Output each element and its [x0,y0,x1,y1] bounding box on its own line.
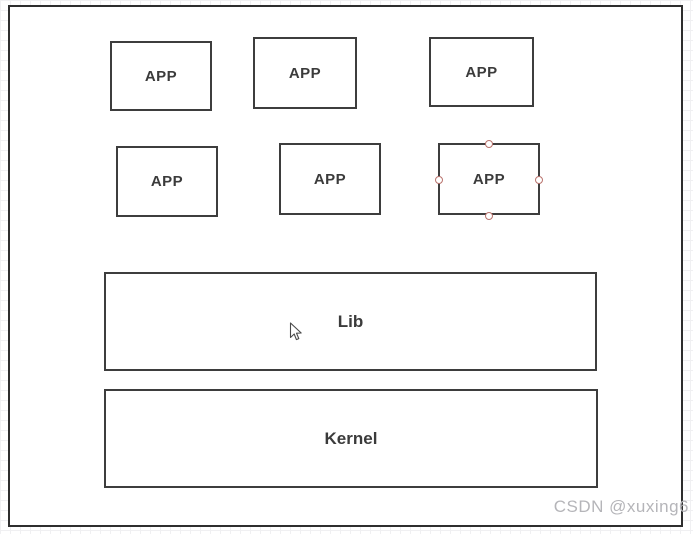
app-box-5[interactable]: APP [279,143,381,215]
watermark-text: CSDN @xuxing6 [553,497,689,516]
app-box-label: APP [472,170,506,188]
app-box-4[interactable]: APP [116,146,218,217]
app-box-label: APP [288,64,322,82]
kernel-box-label: Kernel [324,428,378,448]
app-box-label: APP [465,63,498,81]
app-box-label: APP [144,67,178,85]
app-box-1[interactable]: APP [110,41,212,111]
lib-box[interactable]: Lib [104,272,597,371]
app-box-3[interactable]: APP [429,37,534,107]
mouse-cursor-icon [289,322,302,341]
lib-box-label: Lib [337,311,364,331]
connection-handle-right[interactable] [535,176,543,184]
connection-handle-bottom[interactable] [485,212,493,220]
connection-handle-left[interactable] [435,176,443,184]
app-box-label: APP [313,170,347,188]
app-box-2[interactable]: APP [253,37,357,109]
kernel-box[interactable]: Kernel [104,389,598,488]
connection-handle-top[interactable] [485,140,493,148]
app-box-label: APP [150,173,184,190]
app-box-6-selected[interactable]: APP [435,140,543,220]
